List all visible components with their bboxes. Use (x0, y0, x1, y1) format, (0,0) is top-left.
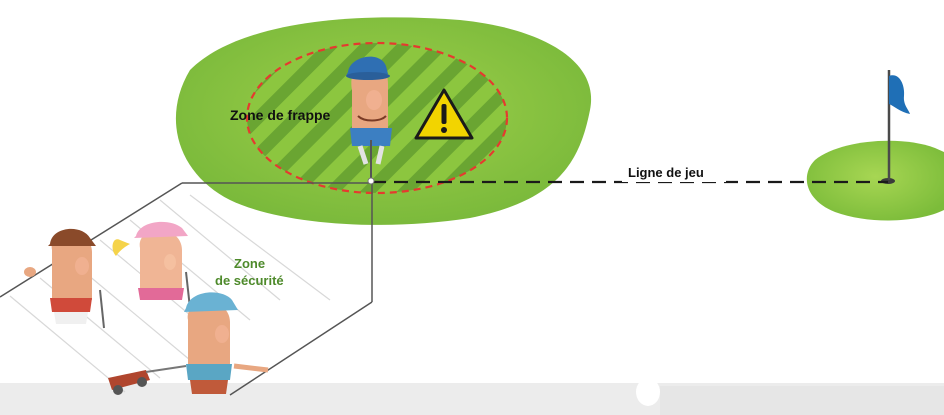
band-notch (636, 378, 660, 406)
golf-flag-icon (887, 70, 910, 180)
warning-triangle-icon (414, 88, 474, 140)
golfer-tee (346, 56, 392, 185)
line-of-play-label: Ligne de jeu (628, 165, 704, 180)
hitting-zone-border (245, 41, 509, 195)
golfer-teal-cap (108, 292, 269, 395)
putting-green (806, 140, 944, 221)
golf-trolley (108, 365, 187, 395)
hitting-zone-label: Zone de frappe (230, 107, 331, 123)
safety-zone-label-line1: Zone (234, 256, 265, 271)
safety-zone-label-line2: de sécurité (215, 273, 284, 288)
line-of-play-label-bg (622, 160, 726, 182)
golfer-pink-cap (112, 221, 191, 309)
bottom-band-right (660, 386, 944, 415)
golfer-brown-cap (24, 228, 105, 329)
